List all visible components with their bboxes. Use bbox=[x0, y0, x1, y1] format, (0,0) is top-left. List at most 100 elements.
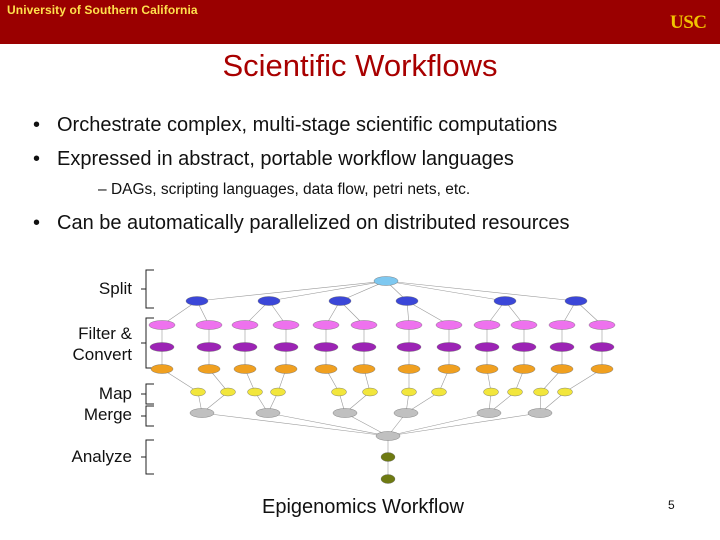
filter-node bbox=[588, 320, 616, 330]
stage-label-merge: Merge bbox=[83, 405, 132, 424]
bullet-2: • Expressed in abstract, portable workflo… bbox=[33, 148, 514, 171]
sol2-node bbox=[274, 364, 298, 374]
stage-label-analyze: Analyze bbox=[71, 447, 132, 466]
bullet-1-text: Orchestrate complex, multi-stage scienti… bbox=[57, 114, 558, 136]
university-name: University of Southern California bbox=[7, 3, 198, 17]
filter-node bbox=[231, 320, 259, 330]
stage-brackets bbox=[141, 269, 154, 475]
sol2-node bbox=[550, 364, 574, 374]
workflow-edges bbox=[161, 280, 603, 479]
convert-node bbox=[549, 342, 575, 352]
sol2-node bbox=[233, 364, 257, 374]
stage-bracket bbox=[141, 405, 154, 427]
split-node bbox=[395, 296, 419, 306]
maqmerge-node bbox=[375, 431, 401, 441]
stage-bracket bbox=[141, 439, 154, 475]
workflow-edge bbox=[387, 412, 490, 437]
sol2-node bbox=[397, 364, 421, 374]
filter-node bbox=[473, 320, 501, 330]
sol2-node bbox=[512, 364, 536, 374]
convert-node bbox=[589, 342, 615, 352]
filter-node bbox=[312, 320, 340, 330]
header-bar bbox=[0, 0, 720, 44]
stage-label-split: Split bbox=[98, 279, 132, 298]
merge-node bbox=[527, 408, 553, 418]
filter-node bbox=[548, 320, 576, 330]
convert-node bbox=[511, 342, 537, 352]
map-node bbox=[270, 387, 286, 397]
workflow-edge bbox=[387, 412, 541, 437]
map-node bbox=[533, 387, 549, 397]
filter-node bbox=[395, 320, 423, 330]
workflow-edge bbox=[385, 280, 506, 302]
map-node bbox=[557, 387, 573, 397]
merge-node bbox=[255, 408, 281, 418]
bullet-dot-icon: • bbox=[33, 114, 41, 136]
filter-node bbox=[272, 320, 300, 330]
diagram-caption: Epigenomics Workflow bbox=[262, 496, 464, 518]
split-node bbox=[257, 296, 281, 306]
map-node bbox=[401, 387, 417, 397]
split-node bbox=[328, 296, 352, 306]
convert-node bbox=[232, 342, 258, 352]
convert-node bbox=[474, 342, 500, 352]
map-node bbox=[362, 387, 378, 397]
convert-node bbox=[313, 342, 339, 352]
merge-node bbox=[332, 408, 358, 418]
bullet-1: • Orchestrate complex, multi-stage scient… bbox=[33, 114, 557, 137]
map-node bbox=[507, 387, 523, 397]
workflow-edge bbox=[267, 412, 389, 437]
split-node bbox=[564, 296, 588, 306]
map-node bbox=[220, 387, 236, 397]
filter-node bbox=[510, 320, 538, 330]
bullet-dot-icon: • bbox=[33, 148, 41, 170]
stage-label-filter-convert: Filter &Convert bbox=[72, 323, 132, 365]
pileup-node bbox=[380, 474, 396, 484]
stage-bracket bbox=[141, 269, 154, 309]
workflow-edge bbox=[196, 280, 387, 302]
workflow-edge bbox=[268, 280, 387, 302]
map-node bbox=[483, 387, 499, 397]
convert-node bbox=[396, 342, 422, 352]
convert-node bbox=[273, 342, 299, 352]
convert-node bbox=[149, 342, 175, 352]
sol2-node bbox=[314, 364, 338, 374]
slide-title: Scientific Workflows bbox=[222, 48, 498, 83]
merge-node bbox=[476, 408, 502, 418]
merge-node bbox=[189, 408, 215, 418]
map-node bbox=[331, 387, 347, 397]
map-node bbox=[247, 387, 263, 397]
sub-bullet-text: DAGs, scripting languages, data flow, pe… bbox=[110, 181, 471, 198]
root-node bbox=[373, 276, 399, 286]
bullet-3: •Can be automatically parallelized on di… bbox=[33, 212, 570, 235]
bullet-3-text: Can be automatically parallelized on dis… bbox=[57, 212, 570, 234]
stage-bracket bbox=[141, 383, 154, 405]
stage-label-filter: Filter & bbox=[78, 324, 132, 343]
split-node bbox=[185, 296, 209, 306]
workflow-edge bbox=[201, 412, 389, 437]
filter-node bbox=[435, 320, 463, 330]
map-node bbox=[431, 387, 447, 397]
stage-label-map: Map bbox=[98, 384, 132, 403]
filter-node bbox=[195, 320, 223, 330]
convert-node bbox=[436, 342, 462, 352]
merge-node bbox=[393, 408, 419, 418]
filter-node bbox=[350, 320, 378, 330]
sol2-node bbox=[590, 364, 614, 374]
convert-node bbox=[351, 342, 377, 352]
workflow-nodes bbox=[148, 276, 616, 484]
stage-bracket bbox=[141, 317, 154, 369]
convert-node bbox=[196, 342, 222, 352]
split-node bbox=[493, 296, 517, 306]
filter-node bbox=[148, 320, 176, 330]
chr21-node bbox=[380, 452, 396, 462]
bullet-2-text: Expressed in abstract, portable workflow… bbox=[57, 148, 514, 170]
sub-bullet: – DAGs, scripting languages, data flow, … bbox=[98, 181, 471, 198]
sol2-node bbox=[437, 364, 461, 374]
sol2-node bbox=[150, 364, 174, 374]
page-number: 5 bbox=[668, 498, 675, 512]
workflow-edge bbox=[385, 280, 577, 302]
sol2-node bbox=[475, 364, 499, 374]
sol2-node bbox=[197, 364, 221, 374]
